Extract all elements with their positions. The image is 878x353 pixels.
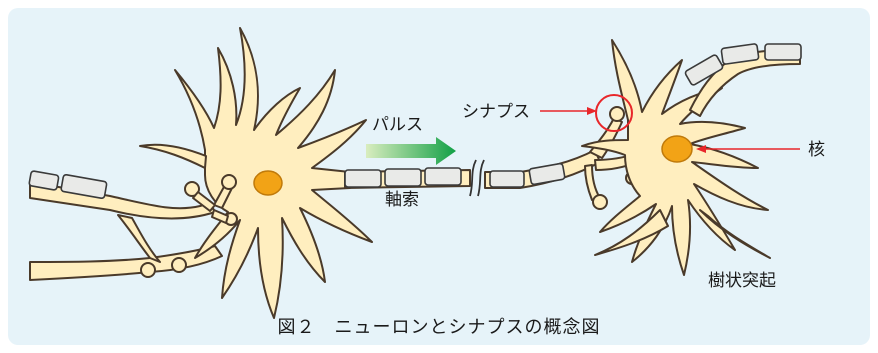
synapse-knob-top (610, 107, 624, 121)
nucleus-label: 核 (808, 140, 825, 160)
outgoing-myelin (345, 168, 461, 187)
left-nucleus (254, 171, 282, 195)
pulse-arrow (366, 137, 456, 165)
lower-dendrite-branch (118, 215, 160, 262)
left-dendrite-spike (140, 145, 206, 168)
dendrite-label: 樹状突起 (708, 271, 776, 291)
axon-break-marks (470, 160, 484, 196)
right-neuron (485, 40, 801, 275)
synapse-label: シナプス (462, 102, 530, 122)
synapse-knob-low (593, 195, 607, 209)
lower-incoming-branch (30, 246, 222, 280)
axon-label: 軸索 (385, 190, 419, 210)
figure-caption: 図２ ニューロンとシナプスの概念図 (278, 316, 601, 338)
left-neuron (29, 28, 470, 318)
pulse-label: パルス (372, 115, 423, 135)
right-nucleus (662, 136, 692, 162)
